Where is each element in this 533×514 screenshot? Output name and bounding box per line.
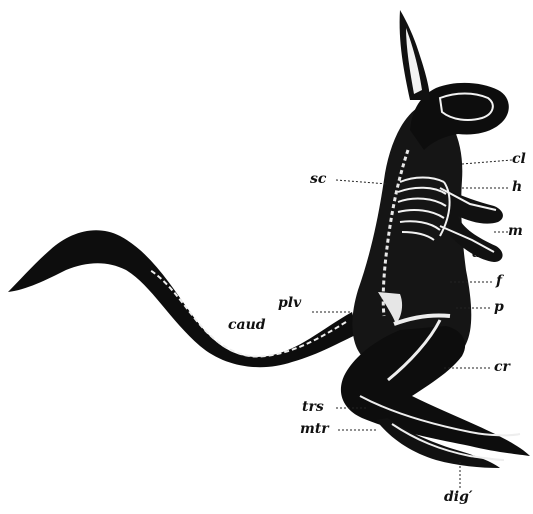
label-mtr: mtr [300, 422, 329, 436]
label-h: h [512, 180, 522, 194]
label-dig: dig′ [444, 490, 473, 504]
label-cl: cl [512, 152, 526, 166]
label-m: m [508, 224, 523, 238]
label-f: f [496, 274, 502, 288]
label-sc: sc [310, 172, 326, 186]
label-trs: trs [302, 400, 324, 414]
label-cr: cr [494, 360, 510, 374]
label-plv: plv [278, 296, 301, 310]
tail-silhouette [8, 230, 358, 367]
label-caud: caud [228, 318, 266, 332]
label-a: a [472, 246, 481, 260]
label-p: p [494, 300, 504, 314]
